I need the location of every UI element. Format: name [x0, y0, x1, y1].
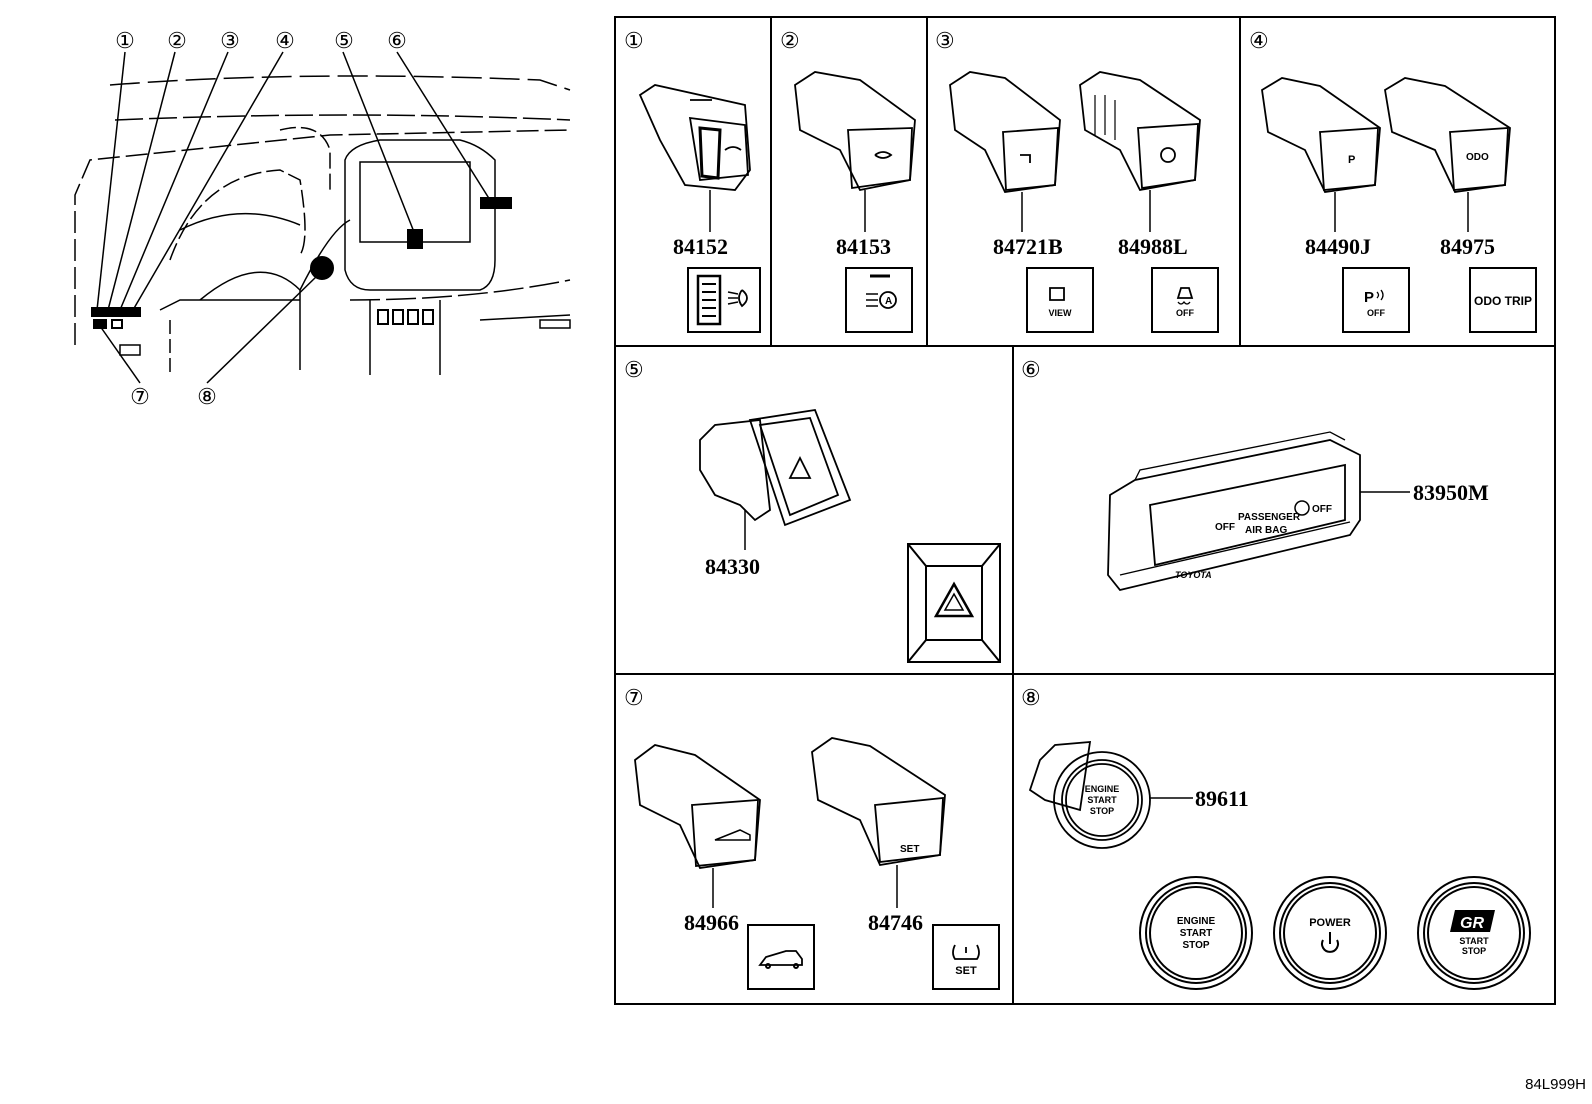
engine-button-line1: ENGINE [1177, 916, 1216, 927]
panel-1-number: ① [624, 28, 644, 53]
camera-view-label: VIEW [1048, 308, 1072, 318]
panel-3: 84721B VIEW 84988L OFF [949, 71, 1219, 333]
panel-8-number: ⑧ [1021, 685, 1041, 710]
panel-4-number: ④ [1249, 28, 1269, 53]
engine-button-line2: START [1180, 928, 1213, 939]
diagram-id: 84L999H [1525, 1076, 1586, 1093]
traction-control-off-icon: OFF [1151, 267, 1219, 333]
panel-grid [614, 16, 1556, 1005]
svg-text:ENGINE: ENGINE [1085, 784, 1120, 794]
panel-5: 84330 [699, 409, 1001, 663]
part-number-84153: 84153 [836, 234, 891, 259]
overview-leaders [96, 51, 491, 384]
engine-button-line3: STOP [1182, 940, 1209, 951]
overview-callouts: ① ② ③ ④ ⑤ ⑥ ⑦ ⑧ [115, 28, 407, 409]
callout-1: ① [115, 28, 135, 53]
switch-84746-drawing: SET [811, 737, 946, 867]
svg-text:STOP: STOP [1090, 806, 1114, 816]
svg-text:SET: SET [900, 844, 919, 855]
callout-5: ⑤ [334, 28, 354, 53]
airbag-airbag-label: AIR BAG [1245, 525, 1287, 536]
switch-84490J-drawing: P [1261, 77, 1381, 193]
part-number-84975: 84975 [1440, 234, 1495, 259]
svg-text:P: P [1364, 289, 1374, 306]
parking-sensor-off-icon: P OFF [1342, 267, 1410, 333]
tire-pressure-set-icon: SET [932, 924, 1000, 990]
gr-button-line2: START [1459, 936, 1489, 946]
switch-84153-drawing [794, 71, 916, 192]
switch-84975-drawing: ODO [1384, 77, 1511, 193]
power-button-icon: POWER [1273, 876, 1387, 990]
callout-8: ⑧ [197, 384, 217, 409]
callout-2: ② [167, 28, 187, 53]
panel-6: OFF PASSENGER AIR BAG OFF TOYOTA 83950M [1107, 431, 1489, 592]
part-number-84966: 84966 [684, 910, 739, 935]
parking-off-label: OFF [1367, 308, 1385, 318]
panel-3-number: ③ [935, 28, 955, 53]
odo-trip-label: ODO TRIP [1474, 294, 1532, 308]
dimmer-headlight-icon [687, 267, 761, 333]
callout-6: ⑥ [387, 28, 407, 53]
part-number-84746: 84746 [868, 910, 923, 935]
svg-text:A: A [885, 296, 892, 307]
callout-4: ④ [275, 28, 295, 53]
panel-1: 84152 [638, 84, 761, 333]
start-switch-89611-drawing: ENGINE START STOP [1028, 741, 1151, 849]
svg-text:START: START [1087, 795, 1117, 805]
svg-text:P: P [1348, 154, 1355, 166]
dashboard-overview [74, 75, 571, 375]
callout-7: ⑦ [130, 384, 150, 409]
engine-start-stop-button-icon: ENGINE START STOP [1139, 876, 1253, 990]
gr-button-line3: STOP [1462, 946, 1486, 956]
airbag-left-off: OFF [1215, 522, 1235, 533]
auto-high-beam-icon: A [845, 267, 913, 333]
odo-trip-icon: ODO TRIP [1469, 267, 1537, 333]
svg-text:ODO: ODO [1466, 152, 1489, 163]
panel-6-number: ⑥ [1021, 357, 1041, 382]
airbag-brand: TOYOTA [1175, 570, 1212, 580]
panel-4: P 84490J P OFF ODO 84975 ODO TRIP [1261, 77, 1537, 333]
part-number-84330: 84330 [705, 554, 760, 579]
part-number-84988L: 84988L [1118, 234, 1188, 259]
panel-7-number: ⑦ [624, 685, 644, 710]
panel-7: 84966 SET 84746 SET [634, 737, 1000, 990]
part-number-84490J: 84490J [1305, 234, 1371, 259]
traction-off-label: OFF [1176, 308, 1194, 318]
tire-set-label: SET [955, 965, 977, 977]
panel-8: ENGINE START STOP 89611 ENGINE START STO… [1028, 741, 1531, 990]
part-number-84152: 84152 [673, 234, 728, 259]
airbag-passenger-label: PASSENGER [1238, 512, 1301, 523]
switch-84721B-drawing [949, 71, 1061, 193]
switch-84152-drawing [638, 84, 751, 191]
rear-hatch-icon [747, 924, 815, 990]
airbag-indicator-drawing [1107, 431, 1361, 592]
switch-84966-drawing [634, 744, 761, 869]
part-number-84721B: 84721B [993, 234, 1063, 259]
hazard-warning-icon [907, 543, 1001, 663]
panel-2: 84153 A [794, 71, 916, 333]
part-number-83950M: 83950M [1413, 480, 1489, 505]
gr-logo: GR [1460, 915, 1484, 932]
panel-2-number: ② [780, 28, 800, 53]
airbag-right-off: OFF [1312, 504, 1332, 515]
gr-start-stop-button-icon: GR START STOP [1417, 876, 1531, 990]
callout-3: ③ [220, 28, 240, 53]
power-button-label: POWER [1309, 917, 1351, 929]
camera-view-icon: VIEW [1026, 267, 1094, 333]
part-number-89611: 89611 [1195, 786, 1249, 811]
switch-84988L-drawing [1079, 71, 1201, 192]
switch-84330-drawing [699, 409, 852, 527]
panel-5-number: ⑤ [624, 357, 644, 382]
